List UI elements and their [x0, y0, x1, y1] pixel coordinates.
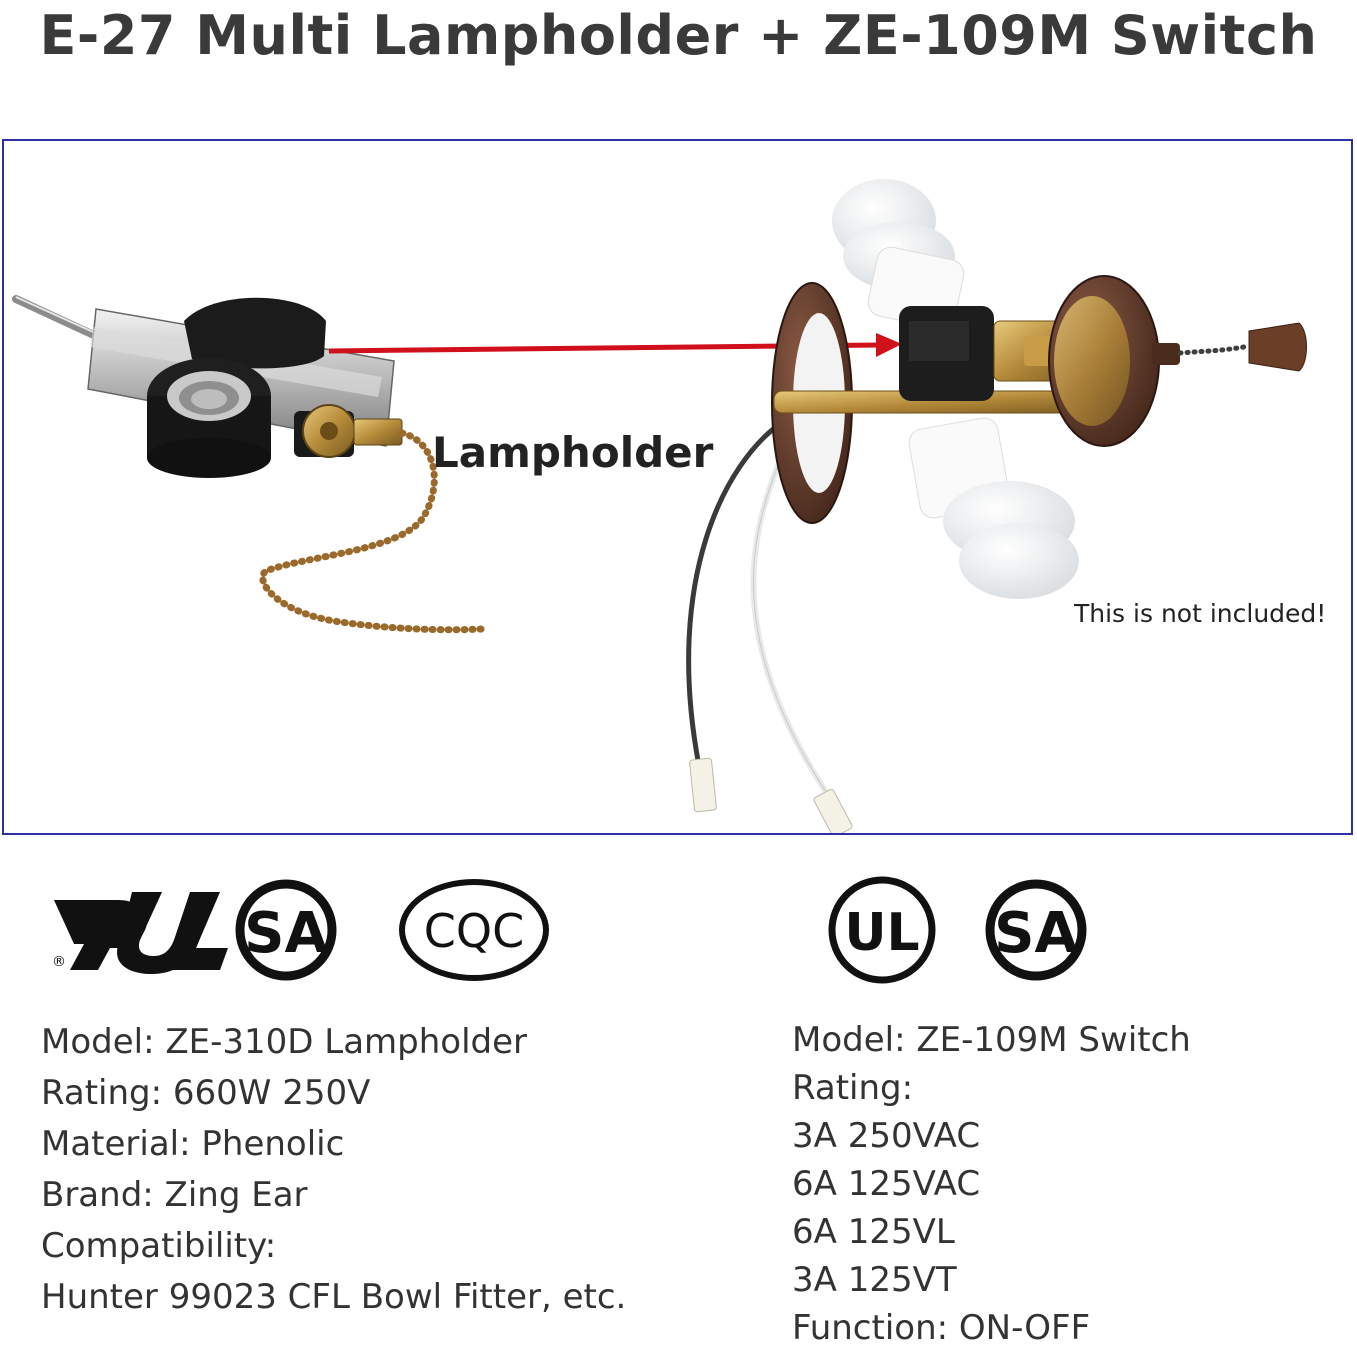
spec-line: 3A 125VT [792, 1260, 957, 1300]
svg-text:CQC: CQC [424, 904, 524, 958]
svg-text:UL: UL [844, 903, 919, 963]
product-photo [12, 179, 1307, 833]
page-title: E-27 Multi Lampholder + ZE-109M Switch [39, 4, 1318, 67]
not-included-note: This is not included! [1074, 599, 1327, 628]
spec-line: Brand: Zing Ear [41, 1175, 308, 1215]
lampholder-certifications: ® SA CQC [52, 879, 549, 981]
lower-cfl-bulb [908, 417, 1079, 599]
spec-line: Hunter 99023 CFL Bowl Fitter, etc. [41, 1277, 627, 1317]
csa-icon: SA [235, 879, 337, 981]
csa-icon: SA [985, 879, 1087, 981]
spec-line: Material: Phenolic [41, 1124, 345, 1164]
ul-listed-icon: UL [828, 876, 936, 984]
svg-text:®: ® [52, 954, 66, 970]
svg-text:SA: SA [244, 901, 328, 966]
switch-certifications: UL SA [828, 876, 1087, 984]
fitter-illustration [686, 179, 1307, 833]
spec-line: Rating: [792, 1068, 914, 1108]
lampholder-arrow-label: Lampholder [432, 428, 714, 477]
spec-line: Function: ON-OFF [792, 1308, 1091, 1348]
cqc-icon: CQC [399, 879, 549, 981]
switch-specs: Model: ZE-109M Switch Rating: 3A 250VAC … [792, 1016, 1191, 1352]
spec-line: Model: ZE-109M Switch [792, 1020, 1191, 1060]
spec-line: 6A 125VAC [792, 1164, 981, 1204]
svg-text:SA: SA [994, 901, 1078, 966]
lampholder-specs: Model: ZE-310D Lampholder Rating: 660W 2… [41, 1017, 626, 1323]
spec-line: 6A 125VL [792, 1212, 955, 1252]
spec-line: 3A 250VAC [792, 1116, 981, 1156]
spec-line: Rating: 660W 250V [41, 1073, 371, 1113]
lampholder-illustration [12, 295, 486, 634]
spec-line: Compatibility: [41, 1226, 277, 1266]
spec-line: Model: ZE-310D Lampholder [41, 1022, 528, 1062]
product-photo-panel: Lampholder This is not included! [2, 139, 1353, 835]
ul-recognized-icon: ® [52, 892, 228, 974]
